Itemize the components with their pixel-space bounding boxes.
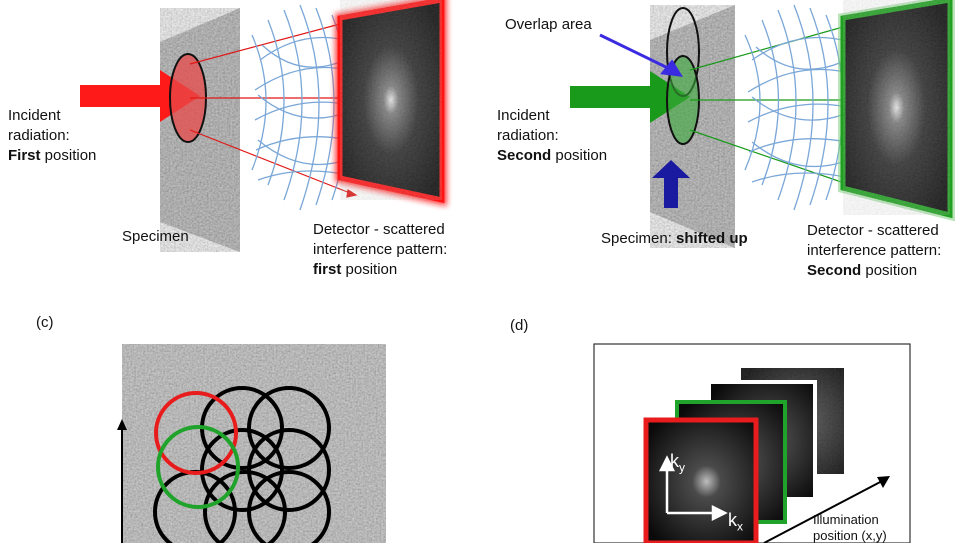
specimen-label-a: Specimen <box>122 228 189 245</box>
specimen-shifted-label: Specimen: shifted up <box>601 230 748 247</box>
kx-label: kx <box>728 510 743 534</box>
scan-circles <box>153 386 331 543</box>
incident-beam-arrow-b <box>570 71 690 123</box>
first-position-circle <box>154 391 238 475</box>
illumination-position-arrow <box>763 476 890 543</box>
panel-d <box>593 343 911 543</box>
detector-label-a: Detector - scattered interference patter… <box>313 221 448 278</box>
ky-label: ky <box>670 451 685 475</box>
second-position-circle <box>156 425 240 509</box>
panel-a <box>80 0 447 252</box>
panel-b <box>570 0 955 248</box>
incident-label-a: Incident radiation: First position <box>8 107 97 164</box>
vertical-scan-arrow <box>117 419 127 543</box>
panel-d-label: (d) <box>510 317 529 334</box>
overlap-pointer-arrow <box>599 33 683 77</box>
shift-up-arrow <box>652 160 690 208</box>
incident-label-b: Incident radiation: Second position <box>497 107 608 164</box>
detector-label-b: Detector - scattered interference patter… <box>807 222 942 279</box>
illumination-position-label: Illumination position (x,y) <box>813 512 887 543</box>
k-axes <box>658 455 728 522</box>
panel-c-label: (c) <box>36 314 54 331</box>
pattern-frame-red <box>643 417 759 543</box>
panel-c <box>117 344 386 543</box>
overlap-area-label: Overlap area <box>505 16 592 33</box>
wavefronts-b <box>744 4 848 211</box>
